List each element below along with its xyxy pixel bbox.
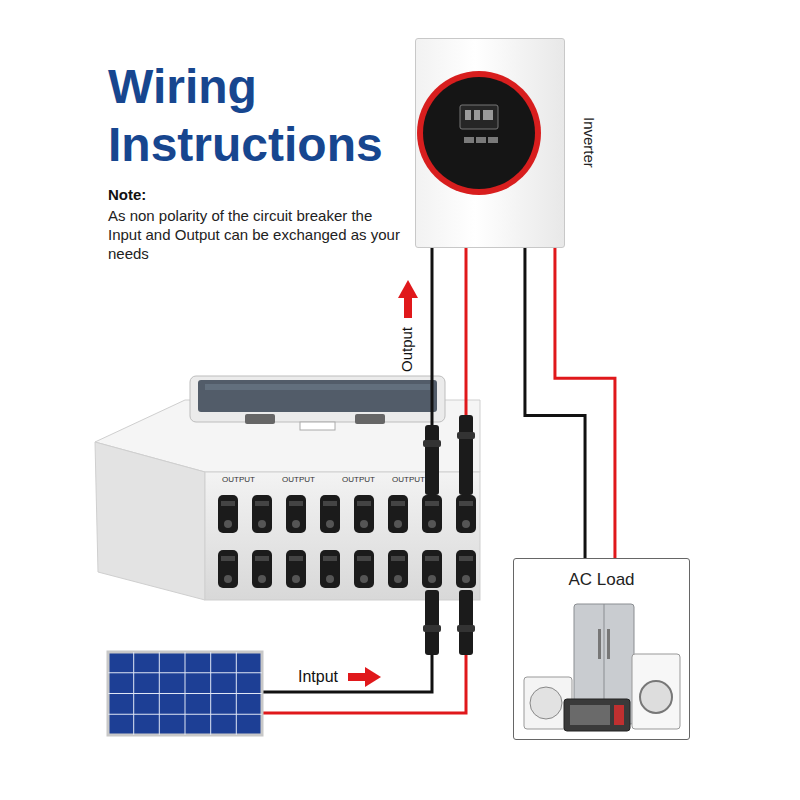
illustration-part <box>348 673 366 681</box>
port-label: OUTPUT <box>392 475 425 485</box>
illustration-part <box>388 495 408 533</box>
illustration-part <box>431 247 434 425</box>
illustration-part <box>198 380 437 412</box>
illustration-part <box>365 667 381 687</box>
ac-fan <box>530 687 562 719</box>
illustration-part <box>108 652 262 735</box>
wire <box>555 248 615 558</box>
illustration-part <box>108 693 262 694</box>
display-ring <box>417 71 541 195</box>
illustration-part <box>108 714 262 715</box>
box-sockets <box>218 495 476 588</box>
washer-door <box>640 681 672 713</box>
dc-output-wires <box>423 247 475 495</box>
illustration-part <box>404 296 412 318</box>
illustration-part <box>245 414 275 424</box>
illustration-part <box>423 440 441 447</box>
illustration-part <box>398 280 418 298</box>
illustration-part <box>286 550 306 588</box>
illustration-part <box>320 550 340 588</box>
box-title: AC Load <box>568 569 634 590</box>
oven <box>564 699 630 731</box>
display-face <box>423 77 535 189</box>
dc-input-wires <box>262 590 475 713</box>
illustration-part <box>286 495 306 533</box>
illustration-part <box>218 495 238 533</box>
input-arrow <box>348 667 381 687</box>
oven-panel <box>614 705 624 725</box>
port-label: OUTPUT <box>282 475 315 485</box>
illustration-part <box>425 425 439 495</box>
illustration-part <box>300 422 335 430</box>
display-icon <box>464 137 474 143</box>
inverter-unit: Inverter <box>415 38 565 248</box>
illustration-part <box>320 495 340 533</box>
illustration-part <box>218 550 238 588</box>
illustration-part <box>354 550 374 588</box>
washing-machine <box>632 654 680 729</box>
illustration-part <box>423 625 441 632</box>
display-icon <box>483 110 493 120</box>
illustration-part <box>355 414 385 424</box>
flow-label: Output <box>398 327 416 372</box>
illustration-part <box>108 672 262 673</box>
display-icon <box>476 137 486 143</box>
illustration-part <box>262 655 466 713</box>
illustration-part <box>252 550 272 588</box>
port-label: OUTPUT <box>222 475 255 485</box>
illustration-part <box>422 495 442 533</box>
display-icon <box>465 110 471 120</box>
port-label: OUTPUT <box>342 475 375 485</box>
illustration-part <box>465 247 468 415</box>
ac-wire-pair <box>525 248 615 558</box>
solar-panel <box>108 652 262 735</box>
combiner-box <box>95 376 480 600</box>
illustration-part <box>388 550 408 588</box>
illustration-part <box>459 415 473 495</box>
illustration-part <box>252 495 272 533</box>
display-icon <box>488 137 498 143</box>
illustration-part <box>95 442 205 600</box>
flow-label: Intput <box>298 667 338 686</box>
illustration-part <box>354 495 374 533</box>
oven-window <box>570 705 610 725</box>
output-arrow <box>398 280 418 318</box>
illustration-part <box>262 655 432 692</box>
illustration-part <box>457 432 475 439</box>
illustration-part <box>108 652 262 735</box>
illustration-part <box>456 495 476 533</box>
illustration-part <box>457 625 475 632</box>
display-screen <box>460 105 498 129</box>
illustration-part <box>425 590 439 655</box>
display-icon <box>474 110 480 120</box>
illustration-part <box>456 550 476 588</box>
fridge-handle <box>607 629 610 659</box>
illustration-part <box>205 384 430 390</box>
device-name: Inverter <box>580 117 598 168</box>
illustration-part <box>190 376 445 422</box>
note-heading: Note: <box>108 186 146 203</box>
device-illustration <box>416 39 566 249</box>
illustration-part <box>422 550 442 588</box>
note-text: As non polarity of the circuit breaker t… <box>108 206 400 263</box>
illustration-part <box>459 590 473 655</box>
load-box: AC Load <box>513 558 690 740</box>
fridge-handle <box>598 629 601 659</box>
title: Wiring Instructions <box>108 58 408 174</box>
